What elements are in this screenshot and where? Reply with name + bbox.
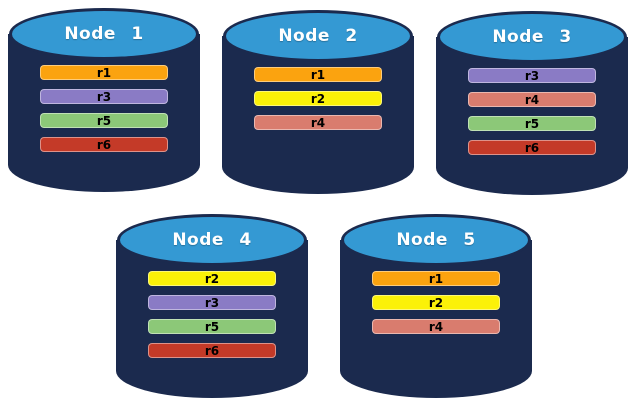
replica-label: r1 <box>310 67 326 82</box>
node-title: Node 1 <box>64 24 144 44</box>
replica-label: r2 <box>310 91 326 106</box>
database-node-cylinder: Node 5 r1 r2 r4 <box>340 214 532 398</box>
cylinder-top-ellipse: Node 1 <box>9 8 199 60</box>
replica-label: r5 <box>96 113 112 128</box>
replica-bar-r2: r2 <box>148 271 276 286</box>
replica-bar-r3: r3 <box>148 295 276 310</box>
replica-label: r5 <box>204 319 220 334</box>
node-title: Node 3 <box>492 27 572 47</box>
replica-bar-r2: r2 <box>254 91 382 106</box>
replica-label: r4 <box>310 115 326 130</box>
replica-list: r3 r4 r5 r6 <box>468 68 596 155</box>
replica-label: r4 <box>428 319 444 334</box>
database-node-cylinder: Node 3 r3 r4 r5 r6 <box>436 11 628 195</box>
replica-bar-r3: r3 <box>468 68 596 83</box>
replica-bar-r4: r4 <box>372 319 500 334</box>
database-node-cylinder: Node 4 r2 r3 r5 r6 <box>116 214 308 398</box>
replica-list: r1 r2 r4 <box>254 67 382 130</box>
node-title: Node 5 <box>396 230 476 250</box>
replica-bar-r5: r5 <box>468 116 596 131</box>
replica-bar-r6: r6 <box>148 343 276 358</box>
cylinder-top-ellipse: Node 3 <box>437 11 627 63</box>
replica-label: r3 <box>524 68 540 83</box>
replica-label: r6 <box>524 140 540 155</box>
replica-bar-r4: r4 <box>468 92 596 107</box>
replica-label: r3 <box>204 295 220 310</box>
replica-bar-r4: r4 <box>254 115 382 130</box>
replica-bar-r5: r5 <box>148 319 276 334</box>
replica-bar-r1: r1 <box>40 65 168 80</box>
node-title: Node 4 <box>172 230 252 250</box>
replica-list: r2 r3 r5 r6 <box>148 271 276 358</box>
replica-bar-r6: r6 <box>40 137 168 152</box>
replica-bar-r1: r1 <box>372 271 500 286</box>
cylinder-top-ellipse: Node 2 <box>223 10 413 62</box>
replica-bar-r1: r1 <box>254 67 382 82</box>
replica-list: r1 r3 r5 r6 <box>40 65 168 152</box>
replica-bar-r2: r2 <box>372 295 500 310</box>
replica-bar-r3: r3 <box>40 89 168 104</box>
replica-label: r4 <box>524 92 540 107</box>
replica-label: r2 <box>204 271 220 286</box>
cylinder-top-ellipse: Node 4 <box>117 214 307 266</box>
replica-label: r2 <box>428 295 444 310</box>
database-node-cylinder: Node 1 r1 r3 r5 r6 <box>8 8 200 192</box>
replica-bar-r5: r5 <box>40 113 168 128</box>
replica-list: r1 r2 r4 <box>372 271 500 334</box>
replica-bar-r6: r6 <box>468 140 596 155</box>
database-node-cylinder: Node 2 r1 r2 r4 <box>222 10 414 194</box>
replica-label: r6 <box>96 137 112 152</box>
replica-label: r6 <box>204 343 220 358</box>
replica-label: r3 <box>96 89 112 104</box>
cylinder-top-ellipse: Node 5 <box>341 214 531 266</box>
replica-label: r1 <box>428 271 444 286</box>
replica-label: r1 <box>96 65 112 80</box>
node-title: Node 2 <box>278 26 358 46</box>
replica-label: r5 <box>524 116 540 131</box>
